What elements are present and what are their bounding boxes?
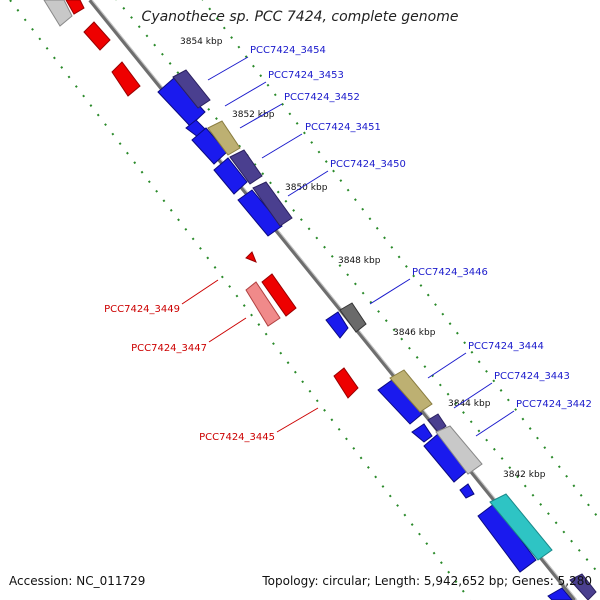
reverse-genes — [43, 0, 359, 399]
gene-label-leader — [207, 56, 249, 81]
gene-blue-3451[interactable] — [213, 157, 248, 195]
gene-navy-3443[interactable] — [427, 413, 447, 433]
tick-label: 3850 kbp — [285, 183, 328, 193]
gene-red-tiny[interactable] — [245, 251, 257, 263]
gene-label-leader — [287, 170, 329, 197]
gene-label-leader — [427, 352, 467, 379]
outer-guide-line — [9, 0, 471, 600]
gene-label-leader — [181, 279, 219, 305]
gene-red-3445[interactable] — [333, 367, 359, 399]
gene-pink-3447[interactable] — [245, 281, 281, 327]
gene-navy-3454[interactable] — [172, 69, 211, 109]
gene-label[interactable]: PCC7424_3452 — [284, 92, 360, 103]
tick-label: 3842 kbp — [503, 470, 546, 480]
gene-label[interactable]: PCC7424_3451 — [305, 122, 381, 133]
topology-summary: Topology: circular; Length: 5,942,652 bp… — [262, 574, 592, 588]
gene-lightgray-3442[interactable] — [435, 425, 483, 475]
gene-label-leader — [208, 317, 247, 343]
gene-navy-3450[interactable] — [252, 181, 293, 227]
gene-label[interactable]: PCC7424_3444 — [468, 341, 544, 352]
gene-lightgray-top[interactable] — [43, 0, 73, 27]
tick-label: 3854 kbp — [180, 37, 223, 47]
gene-khaki-3452[interactable] — [207, 120, 241, 156]
gene-label[interactable]: PCC7424_3446 — [412, 267, 488, 278]
map-title: Cyanothece sp. PCC 7424, complete genome — [141, 9, 459, 25]
gene-khaki-3444[interactable] — [389, 369, 433, 413]
gene-label-leader — [224, 81, 267, 107]
gene-navy-edge[interactable] — [569, 573, 597, 600]
gene-label[interactable]: PCC7424_3449 — [104, 304, 180, 315]
gene-blue-3446[interactable] — [325, 311, 349, 339]
forward-genes — [157, 69, 597, 600]
gene-label[interactable]: PCC7424_3445 — [199, 432, 275, 443]
gene-blue-edge[interactable] — [547, 587, 573, 600]
gene-blue-1[interactable] — [157, 77, 206, 127]
gene-label-leader — [276, 407, 319, 433]
tick-label: 3844 kbp — [448, 399, 491, 409]
accession-text: Accession: NC_011729 — [9, 574, 146, 588]
gene-teal-3441[interactable] — [489, 493, 553, 561]
scale-ticks: 3854 kbp 3852 kbp 3850 kbp 3848 kbp 3846 kbp… — [180, 37, 546, 480]
gene-blue-small[interactable] — [411, 423, 433, 443]
gene-blue-3441[interactable] — [477, 503, 537, 573]
gene-label[interactable]: PCC7424_3443 — [494, 371, 570, 382]
gene-label[interactable]: PCC7424_3442 — [516, 399, 592, 410]
gene-red-top[interactable] — [65, 0, 85, 15]
gene-label-leader — [239, 103, 283, 129]
gene-label[interactable]: PCC7424_3450 — [330, 159, 406, 170]
gene-red-3449[interactable] — [261, 273, 297, 317]
gene-label-leader — [261, 133, 303, 159]
tick-label: 3846 kbp — [393, 328, 436, 338]
gene-blue-3444[interactable] — [377, 379, 423, 425]
gene-label[interactable]: PCC7424_3454 — [250, 45, 326, 56]
gene-blue-3450[interactable] — [237, 189, 283, 237]
gene-navy-3451[interactable] — [229, 149, 263, 185]
gene-label[interactable]: PCC7424_3447 — [131, 343, 207, 354]
inner-guide-line — [201, 0, 600, 521]
tick-label: 3848 kbp — [338, 256, 381, 266]
gene-label-leader — [475, 410, 515, 437]
gene-blue-tiny[interactable] — [459, 483, 475, 499]
gene-label-leader — [369, 278, 411, 305]
gene-gray-3446[interactable] — [339, 302, 367, 333]
gene-label-leader — [453, 382, 493, 409]
gene-red-2[interactable] — [83, 21, 111, 51]
gene-red-3[interactable] — [111, 61, 141, 97]
tick-label: 3852 kbp — [232, 110, 275, 120]
gene-label[interactable]: PCC7424_3453 — [268, 70, 344, 81]
gene-labels: PCC7424_3454PCC7424_3453PCC7424_3452PCC7… — [104, 45, 592, 443]
